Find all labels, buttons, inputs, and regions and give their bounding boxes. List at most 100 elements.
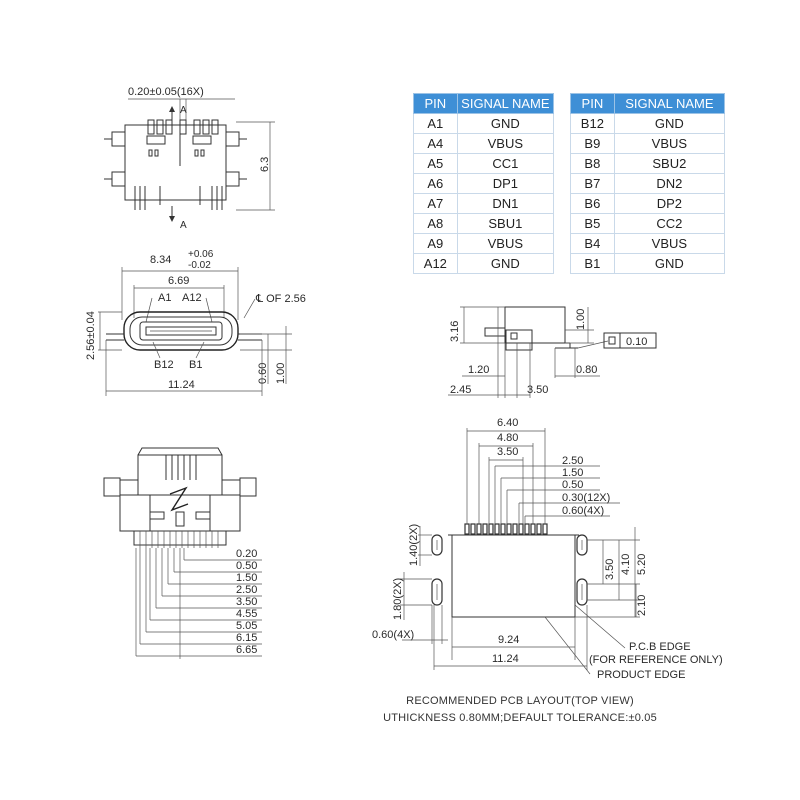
pcb-vert-5-20: 5.20 [636, 554, 648, 575]
side-height-3-16-label: 3.16 [449, 321, 461, 342]
pin-header: PIN [570, 93, 615, 114]
bottom-dim-3: 2.50 [236, 584, 257, 596]
pin-cell: A9 [413, 233, 458, 254]
signal-cell: SBU2 [613, 153, 726, 174]
pin-cell: A8 [413, 213, 458, 234]
pin-cell: A4 [413, 133, 458, 154]
pcb-right-dim-1-50: 1.50 [562, 467, 583, 479]
pcb-vert-3-50: 3.50 [604, 559, 616, 580]
thickness-tolerance-caption: UTHICKNESS 0.80MM;DEFAULT TOLERANCE:±0.0… [383, 712, 657, 724]
pcb-right-dim-0-50: 0.50 [562, 479, 583, 491]
pin-cell: A1 [413, 113, 458, 134]
signal-cell: CC2 [613, 213, 726, 234]
bottom-dim-8: 6.65 [236, 644, 257, 656]
signal-cell: DP1 [456, 173, 555, 194]
flatness-label: 0.10 [626, 336, 647, 348]
pin-cell: A7 [413, 193, 458, 214]
height-6-3-label: 6.3 [259, 157, 271, 172]
side-dim-2-45-label: 2.45 [450, 384, 471, 396]
pcb-vert-2-10: 2.10 [636, 595, 648, 616]
pin-header: PIN [413, 93, 458, 114]
bottom-dim-6: 5.05 [236, 620, 257, 632]
side-dim-1-20-label: 1.20 [468, 364, 489, 376]
slot-width-label: 0.60(4X) [372, 629, 414, 641]
pin-cell: B12 [570, 113, 615, 134]
total-width-11-24-label: 11.24 [168, 379, 195, 391]
signal-cell: GND [613, 253, 726, 274]
pin-cell: B4 [570, 233, 615, 254]
bottom-dim-7: 6.15 [236, 632, 257, 644]
signal-cell: GND [456, 113, 555, 134]
pcb-right-dim-2-50: 2.50 [562, 455, 583, 467]
side-dim-0-80-label: 0.80 [576, 364, 597, 376]
pin-a12-label: A12 [182, 292, 202, 304]
pcb-layout-caption: RECOMMENDED PCB LAYOUT(TOP VIEW) [406, 695, 634, 707]
pin-cell: A12 [413, 253, 458, 274]
side-dim-3-50-label: 3.50 [527, 384, 548, 396]
pcb-layout: 6.40 4.80 3.50 2.50 1.50 0.50 0.30(12X) … [372, 417, 723, 681]
signal-name-header: SIGNAL NAME [456, 93, 555, 114]
pin-cell: B7 [570, 173, 615, 194]
signal-cell: VBUS [613, 133, 726, 154]
pcb-right-dim-0-60: 0.60(4X) [562, 505, 604, 517]
signal-cell: DN2 [613, 173, 726, 194]
pin-cell: A6 [413, 173, 458, 194]
bottom-dim-5: 4.55 [236, 608, 257, 620]
pcb-vert-4-10: 4.10 [620, 554, 632, 575]
side-height-1-00-label: 1.00 [575, 309, 587, 330]
pin-cell: B8 [570, 153, 615, 174]
pin-cell: B1 [570, 253, 615, 274]
signal-cell: DP2 [613, 193, 726, 214]
pcb-edge-label: P.C.B EDGE [629, 641, 691, 653]
bottom-dim-0: 0.20 [236, 548, 257, 560]
pcb-dim-6-40-label: 6.40 [497, 417, 518, 429]
side-view: 3.16 1.00 0.10 1.20 0.80 2.45 3.50 [448, 306, 657, 398]
product-edge-label: PRODUCT EDGE [597, 669, 685, 681]
pin-cell: B5 [570, 213, 615, 234]
signal-cell: CC1 [456, 153, 555, 174]
bottom-dim-1: 0.50 [236, 560, 257, 572]
top-view: 0.20±0.05(16X) A [104, 86, 275, 231]
bottom-dim-4: 3.50 [236, 596, 257, 608]
pin-b1-label: B1 [189, 359, 202, 371]
height-2-56-label: 2.56±0.04 [85, 311, 97, 360]
slot-top-label: 1.40(2X) [408, 524, 420, 566]
signal-cell: VBUS [456, 233, 555, 254]
pcb-inner-width-label: 9.24 [498, 634, 519, 646]
pcb-dim-3-50-label: 3.50 [497, 446, 518, 458]
pcb-edge-note: (FOR REFERENCE ONLY) [589, 654, 723, 666]
centerline-note: ℄ OF 2.56 [255, 293, 306, 305]
signal-cell: GND [456, 253, 555, 274]
pin-b12-label: B12 [154, 359, 174, 371]
pcb-outer-width-label: 11.24 [492, 653, 519, 665]
section-marker-top: A [180, 105, 187, 116]
signal-cell: VBUS [456, 133, 555, 154]
pin-cell: B6 [570, 193, 615, 214]
slot-bottom-label: 1.80(2X) [392, 578, 404, 620]
width-tol-minus: -0.02 [188, 260, 211, 271]
offset-0-60-label: 0.60 [257, 363, 269, 384]
width-tol-plus: +0.06 [188, 249, 214, 260]
pin-cell: A5 [413, 153, 458, 174]
bottom-dim-2: 1.50 [236, 572, 257, 584]
section-marker-bottom: A [180, 220, 187, 231]
pcb-right-dim-0-30: 0.30(12X) [562, 492, 610, 504]
pin-pitch-label: 0.20±0.05(16X) [128, 86, 204, 98]
